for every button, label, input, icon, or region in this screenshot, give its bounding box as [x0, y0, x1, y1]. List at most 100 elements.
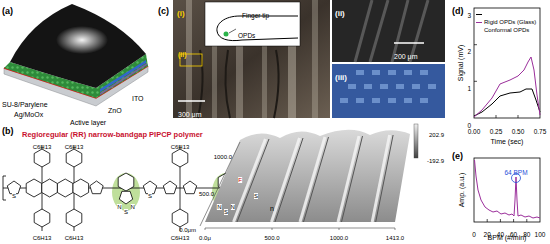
- label-anchor: (i): [177, 3, 185, 19]
- scale-label: 200 μm: [394, 53, 418, 60]
- label-anchor: Rigid OPDs (Glass): [484, 11, 536, 27]
- label-anchor: 100: [535, 224, 546, 240]
- atom-label: S: [148, 193, 152, 199]
- atom-label: S: [12, 193, 16, 199]
- side-chain: C6H13: [171, 144, 190, 150]
- label-anchor: SU-8/Parylene: [2, 94, 48, 110]
- label-anchor: OPDs: [238, 25, 255, 41]
- axis-value: -192.9: [427, 158, 444, 164]
- label-anchor: S: [254, 185, 258, 201]
- subpanel-label: (iii): [335, 73, 347, 82]
- surface-profile: [200, 124, 418, 230]
- atom-label: S: [254, 193, 258, 199]
- label-anchor: 202.9: [429, 124, 444, 140]
- layer-label: ITO: [132, 95, 144, 102]
- signal-plot: [474, 8, 540, 118]
- panel-letter: (c): [158, 6, 169, 16]
- spectrum-plot: [474, 158, 540, 222]
- label-anchor: Time (sec): [491, 131, 524, 147]
- atom-label: S: [224, 209, 228, 215]
- side-chain: C6H13: [65, 235, 84, 241]
- label-anchor: 0.50: [512, 121, 525, 137]
- label-anchor: 2: [467, 41, 471, 57]
- label-anchor: 0.0μm: [179, 219, 196, 235]
- label-anchor: Finger tip: [242, 5, 269, 21]
- panel-letter: (d): [452, 6, 464, 16]
- layer-label: Active layer: [70, 119, 106, 126]
- tick-label: 0.00: [468, 128, 481, 135]
- label-anchor: C6H13: [65, 227, 84, 243]
- label-anchor: 500.0: [199, 183, 214, 199]
- label-anchor: (b): [2, 121, 14, 137]
- label-anchor: Conformal OPDs: [484, 19, 529, 35]
- label-anchor: 300 μm: [178, 104, 202, 120]
- tick-label: 0.50: [512, 128, 525, 135]
- label-anchor: C6H13: [171, 136, 190, 152]
- label-anchor: F: [238, 169, 242, 185]
- axis-value: 0.0μm: [179, 227, 196, 233]
- legend-text: Rigid OPDs (Glass): [484, 19, 536, 25]
- axis-value: 1000.0: [214, 154, 232, 160]
- axis-value: 1000.0: [330, 235, 348, 241]
- legend-line: [476, 22, 482, 23]
- axis-title: Signal (mV): [457, 45, 464, 82]
- panel-letter: (a): [2, 6, 13, 16]
- label-anchor: (ii): [178, 44, 187, 60]
- label-anchor: BPM (#/min): [488, 227, 527, 243]
- label-anchor: 0: [472, 224, 476, 240]
- tick-label: 3: [467, 12, 471, 19]
- axis-title: Time (sec): [491, 138, 524, 145]
- tick-label: 100: [535, 231, 546, 238]
- axis-value: 500.0: [199, 191, 214, 197]
- inset-label: Finger tip: [242, 12, 269, 19]
- label-anchor: (iii): [335, 67, 347, 83]
- legend-line: [476, 14, 482, 15]
- subpanel-label: (i): [177, 9, 185, 18]
- axis-title: Amp. (a.u.): [458, 173, 465, 208]
- atom-label: S: [124, 209, 128, 215]
- label-anchor: 0.00: [468, 121, 481, 137]
- side-chain: C6H13: [33, 235, 52, 241]
- label-anchor: 3: [467, 5, 471, 21]
- photo-panels: [173, 0, 445, 118]
- label-anchor: n: [270, 198, 274, 214]
- label-anchor: 500.0: [264, 227, 279, 243]
- tick-label: 0.25: [490, 128, 503, 135]
- label-anchor: -192.9: [427, 150, 444, 166]
- label-anchor: 0.75: [534, 121, 547, 137]
- label-anchor: N: [117, 196, 121, 212]
- tick-label: 0: [467, 122, 471, 129]
- label-anchor: 1: [467, 78, 471, 94]
- scale-label: 300 μm: [178, 111, 202, 118]
- tick-label: 0.75: [534, 128, 547, 135]
- tick-label: 1: [467, 85, 471, 92]
- layer-label: Ag/MoOx: [14, 111, 43, 118]
- label-anchor: Ag/MoOx: [14, 104, 43, 120]
- axis-value: 1413.0: [386, 235, 404, 241]
- side-chain: C6H13: [65, 144, 84, 150]
- subpanel-label: (ii): [178, 51, 187, 58]
- label-anchor: C6H13: [33, 227, 52, 243]
- label-anchor: Signal (mV): [450, 45, 466, 82]
- axis-value: 500.0: [264, 235, 279, 241]
- label-anchor: (a): [2, 1, 13, 17]
- panel-letter: (b): [2, 126, 14, 136]
- label-anchor: 1000.0: [330, 227, 348, 243]
- label-anchor: C6H13: [33, 136, 52, 152]
- label-anchor: 64 BPM: [504, 162, 527, 178]
- inset-label: OPDs: [238, 32, 255, 39]
- label-anchor: ZnO: [108, 100, 122, 116]
- legend-text: Conformal OPDs: [484, 27, 529, 33]
- label-anchor: Regioregular (RR) narrow-bandgap PIPCP p…: [22, 124, 203, 140]
- label-anchor: C6H13: [65, 136, 84, 152]
- label-anchor: ITO: [132, 88, 144, 104]
- panel-letter: (e): [452, 151, 463, 161]
- label-anchor: 0.0μ: [199, 227, 211, 243]
- label-anchor: S: [148, 185, 152, 201]
- axis-title: BPM (#/min): [488, 234, 527, 241]
- axis-value: 202.9: [429, 132, 444, 138]
- label-anchor: 1000.0: [214, 146, 232, 162]
- label-anchor: S: [12, 185, 16, 201]
- label-anchor: S: [224, 201, 228, 217]
